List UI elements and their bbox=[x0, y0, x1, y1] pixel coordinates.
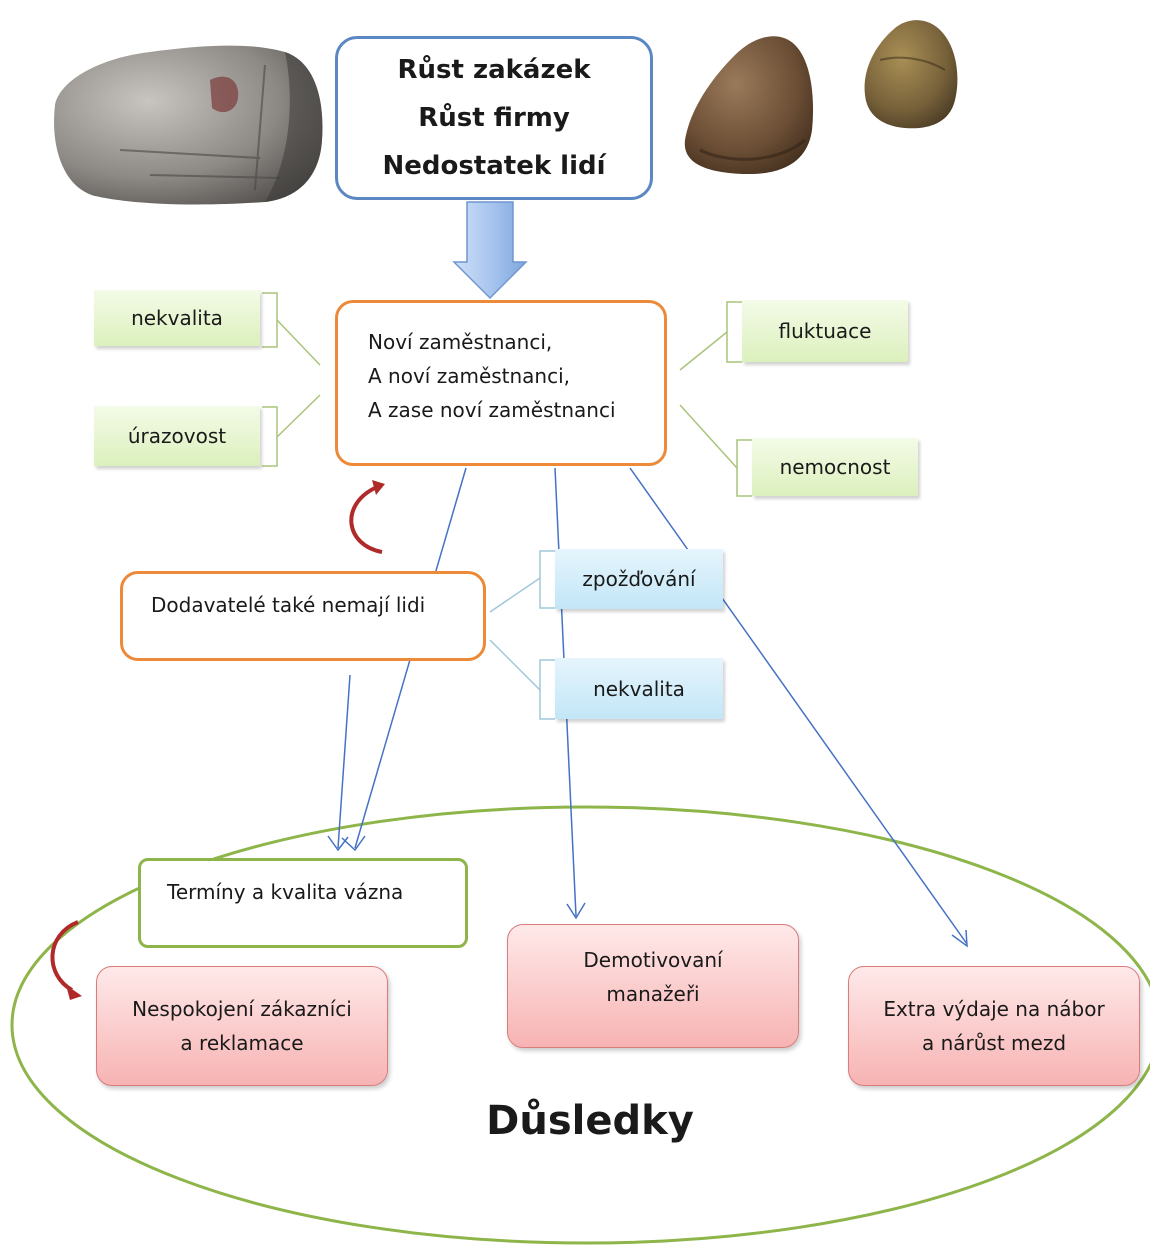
consequence-extra-costs: Extra výdaje na nábor a nárůst mezd bbox=[848, 966, 1140, 1086]
new-employees-line-2: A noví zaměstnanci, bbox=[368, 364, 571, 388]
consequence-demotivated-managers: Demotivovaní manažeři bbox=[507, 924, 799, 1048]
consequence-1-line-1: Nespokojení zákazníci bbox=[132, 997, 352, 1021]
consequence-3-line-1: Extra výdaje na nábor bbox=[883, 997, 1105, 1021]
new-employees-line-3: A zase noví zaměstnanci bbox=[368, 398, 616, 422]
tag-nekvalita-supplier: nekvalita bbox=[555, 658, 723, 719]
tag-nemocnost: nemocnost bbox=[752, 438, 918, 496]
suppliers-text: Dodavatelé také nemají lidi bbox=[151, 593, 426, 617]
root-cause-line-2: Růst firmy bbox=[418, 103, 570, 133]
right-tag-connectors bbox=[679, 301, 752, 497]
tag-zpozdovani: zpožďování bbox=[555, 549, 723, 609]
root-cause-line-3: Nedostatek lidí bbox=[382, 151, 606, 181]
root-cause-line-1: Růst zakázek bbox=[397, 55, 591, 85]
curved-arrow-upper bbox=[349, 480, 385, 554]
consequence-dissatisfied-customers: Nespokojení zákazníci a reklamace bbox=[96, 966, 388, 1086]
deadlines-quality-box: Termíny a kvalita vázna bbox=[138, 858, 468, 948]
new-employees-box: Noví zaměstnanci, A noví zaměstnanci, A … bbox=[335, 300, 667, 466]
curved-arrow-lower bbox=[50, 920, 82, 1000]
down-block-arrow bbox=[452, 201, 528, 300]
tag-urazovost: úrazovost bbox=[94, 406, 260, 466]
deadlines-quality-text: Termíny a kvalita vázna bbox=[167, 880, 404, 904]
new-employees-line-1: Noví zaměstnanci, bbox=[368, 330, 553, 354]
consequence-2-line-1: Demotivovaní bbox=[583, 948, 723, 972]
small-brown-rock-image bbox=[864, 20, 958, 129]
supplier-tag-connectors bbox=[489, 550, 555, 720]
consequence-3-line-2: a nárůst mezd bbox=[921, 1031, 1067, 1055]
consequences-ellipse bbox=[10, 805, 1150, 1245]
brown-rock-image bbox=[684, 36, 814, 175]
tag-nekvalita-left: nekvalita bbox=[94, 290, 260, 346]
tag-fluktuace: fluktuace bbox=[742, 300, 908, 362]
consequence-2-line-2: manažeři bbox=[606, 982, 700, 1006]
consequences-caption: Důsledky bbox=[486, 1098, 694, 1144]
suppliers-box: Dodavatelé také nemají lidi bbox=[120, 571, 486, 661]
root-cause-box: Růst zakázek Růst firmy Nedostatek lidí bbox=[335, 36, 653, 200]
large-gray-rock-image bbox=[54, 45, 323, 205]
consequence-1-line-2: a reklamace bbox=[180, 1031, 304, 1055]
left-tag-connectors bbox=[262, 292, 321, 467]
